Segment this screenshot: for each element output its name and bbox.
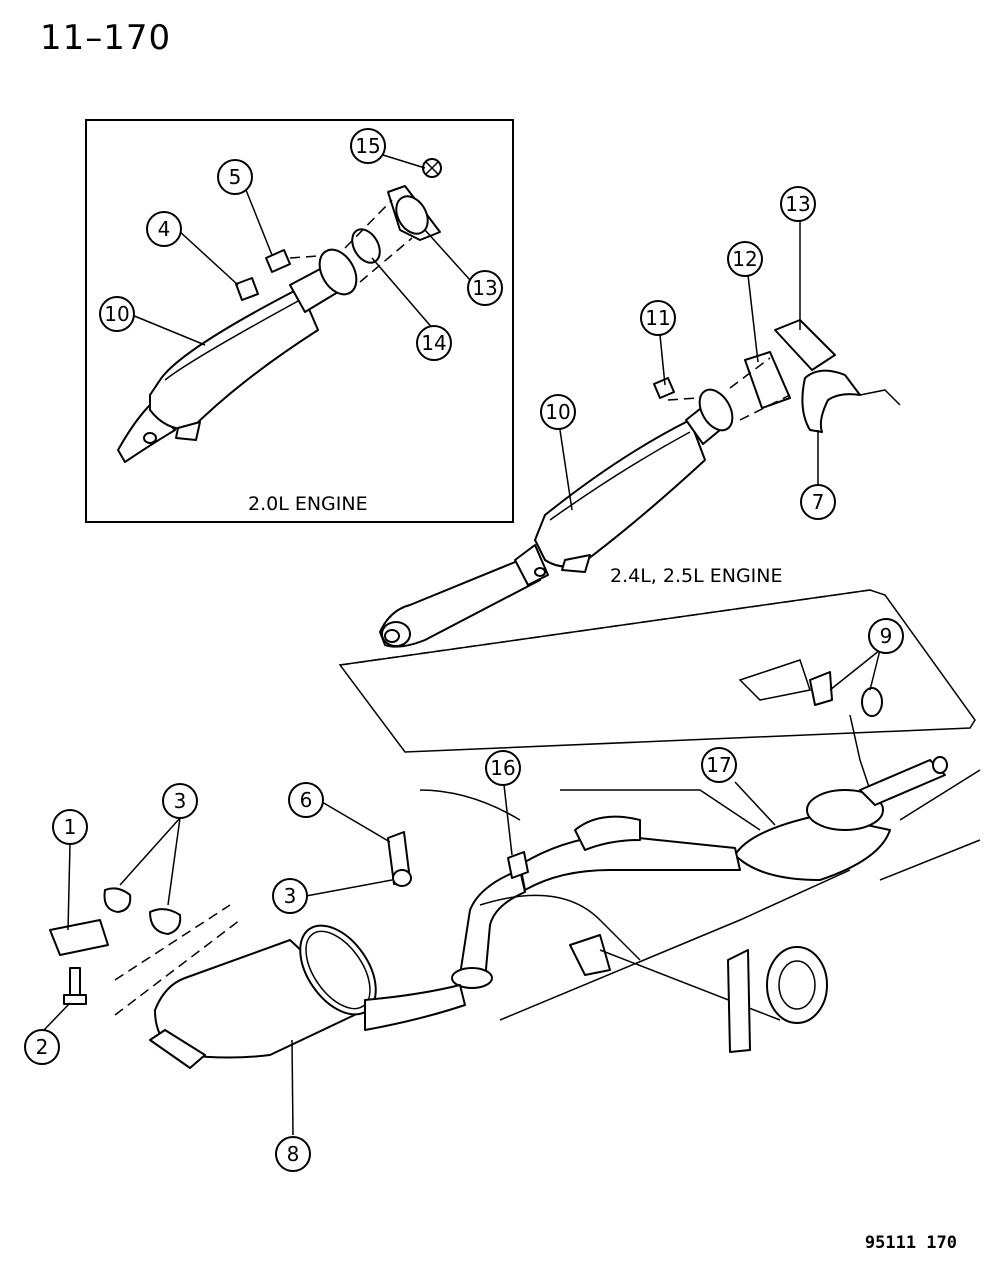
callout-14: 14 bbox=[416, 325, 452, 361]
svg-text:7: 7 bbox=[812, 490, 825, 514]
callout-1: 1 bbox=[52, 809, 88, 845]
callout-13b: 13 bbox=[780, 186, 816, 222]
callout-2: 2 bbox=[24, 1029, 60, 1065]
svg-text:2: 2 bbox=[36, 1035, 49, 1059]
svg-text:3: 3 bbox=[284, 884, 297, 908]
callout-3b: 3 bbox=[272, 878, 308, 914]
svg-text:4: 4 bbox=[158, 217, 171, 241]
figure-code: 95111 170 bbox=[864, 1233, 957, 1253]
svg-text:5: 5 bbox=[229, 165, 242, 189]
svg-text:6: 6 bbox=[300, 788, 313, 812]
callout-5: 5 bbox=[217, 159, 253, 195]
callout-10a: 10 bbox=[99, 296, 135, 332]
exhaust-pipe-assembly bbox=[49, 756, 981, 1069]
svg-text:8: 8 bbox=[287, 1142, 300, 1166]
inset-2-0l-engine: 2.0L ENGINE bbox=[85, 119, 514, 523]
callout-13a: 13 bbox=[467, 270, 503, 306]
main-engine-label: 2.4L, 2.5L ENGINE bbox=[610, 565, 782, 587]
callout-12: 12 bbox=[727, 241, 763, 277]
svg-text:12: 12 bbox=[732, 247, 757, 271]
callout-16: 16 bbox=[485, 750, 521, 786]
callout-4: 4 bbox=[146, 211, 182, 247]
svg-text:17: 17 bbox=[706, 753, 731, 777]
catalytic-converter-main: 2.4L, 2.5L ENGINE bbox=[379, 319, 901, 648]
callout-11: 11 bbox=[640, 300, 676, 336]
svg-text:13: 13 bbox=[472, 276, 497, 300]
svg-text:16: 16 bbox=[490, 756, 515, 780]
callout-9: 9 bbox=[868, 618, 904, 654]
callout-15: 15 bbox=[350, 128, 386, 164]
svg-text:15: 15 bbox=[355, 134, 380, 158]
svg-text:10: 10 bbox=[104, 302, 129, 326]
callout-8: 8 bbox=[275, 1136, 311, 1172]
leader-lines bbox=[43, 154, 881, 1136]
page-title: 11–170 bbox=[40, 18, 172, 58]
svg-text:3: 3 bbox=[174, 789, 187, 813]
svg-text:10: 10 bbox=[545, 400, 570, 424]
inset-engine-label: 2.0L ENGINE bbox=[248, 493, 368, 515]
svg-text:9: 9 bbox=[880, 624, 893, 648]
svg-text:14: 14 bbox=[421, 331, 446, 355]
callout-10b: 10 bbox=[540, 394, 576, 430]
callout-3a: 3 bbox=[162, 783, 198, 819]
svg-text:13: 13 bbox=[785, 192, 810, 216]
underbody-panel bbox=[338, 589, 976, 791]
svg-text:11: 11 bbox=[645, 306, 670, 330]
callout-6: 6 bbox=[288, 782, 324, 818]
callout-17: 17 bbox=[701, 747, 737, 783]
svg-text:1: 1 bbox=[64, 815, 77, 839]
callout-7: 7 bbox=[800, 484, 836, 520]
